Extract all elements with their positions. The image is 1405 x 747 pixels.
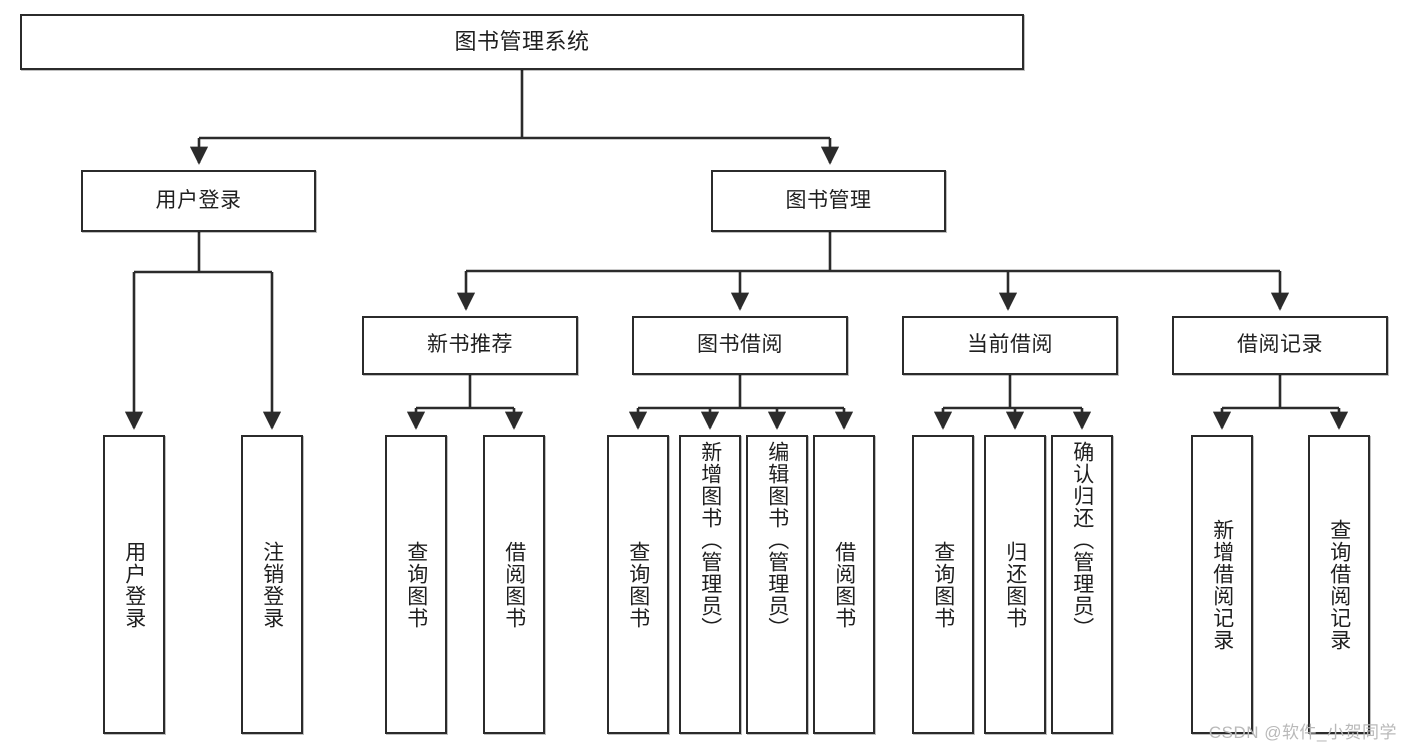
node-borrow-record-label: 借阅记录 bbox=[1237, 333, 1323, 357]
node-leaf-query-book-2[interactable]: 查询图书 bbox=[607, 435, 669, 734]
node-book-manage-label: 图书管理 bbox=[785, 188, 872, 212]
node-leaf-user-login-label: 用户登录 bbox=[122, 540, 146, 629]
leaf-add-book-inner: 新增图书（管理员） bbox=[681, 437, 739, 736]
node-borrow-record[interactable]: 借阅记录 bbox=[1172, 316, 1388, 375]
node-user-login-label: 用户登录 bbox=[155, 188, 242, 212]
node-leaf-borrow-book-2[interactable]: 借阅图书 bbox=[813, 435, 875, 734]
leaf-edit-book-inner: 编辑图书（管理员） bbox=[748, 437, 806, 736]
leaf-confirm-return-inner: 确认归还（管理员） bbox=[1053, 437, 1111, 736]
node-leaf-add-book[interactable]: 新增图书（管理员） bbox=[679, 435, 741, 734]
node-leaf-query-book-2-label: 查询图书 bbox=[626, 540, 650, 629]
node-leaf-borrow-book-1-label: 借阅图书 bbox=[502, 540, 526, 629]
node-leaf-user-login[interactable]: 用户登录 bbox=[103, 435, 165, 734]
leaf-borrow-book-2-inner: 借阅图书 bbox=[815, 437, 873, 732]
node-leaf-query-book-1[interactable]: 查询图书 bbox=[385, 435, 447, 734]
node-leaf-return-book[interactable]: 归还图书 bbox=[984, 435, 1046, 734]
node-leaf-query-book-3-label: 查询图书 bbox=[931, 540, 955, 629]
leaf-query-book-2-inner: 查询图书 bbox=[609, 437, 667, 732]
node-book-manage[interactable]: 图书管理 bbox=[711, 170, 946, 232]
node-book-borrow-label: 图书借阅 bbox=[697, 333, 783, 357]
leaf-add-record-inner: 新增借阅记录 bbox=[1193, 437, 1251, 732]
node-leaf-add-record-label: 新增借阅记录 bbox=[1210, 518, 1234, 651]
node-book-borrow[interactable]: 图书借阅 bbox=[632, 316, 848, 375]
leaf-return-book-inner: 归还图书 bbox=[986, 437, 1044, 732]
node-new-book-recommend[interactable]: 新书推荐 bbox=[362, 316, 578, 375]
node-leaf-query-record-label: 查询借阅记录 bbox=[1327, 518, 1351, 651]
leaf-query-book-1-inner: 查询图书 bbox=[387, 437, 445, 732]
node-leaf-edit-book[interactable]: 编辑图书（管理员） bbox=[746, 435, 808, 734]
node-leaf-user-logout[interactable]: 注销登录 bbox=[241, 435, 303, 734]
node-leaf-edit-book-label: 编辑图书（管理员） bbox=[765, 441, 789, 639]
leaf-user-login-inner: 用户登录 bbox=[105, 437, 163, 732]
node-user-login[interactable]: 用户登录 bbox=[81, 170, 316, 232]
node-current-borrow-label: 当前借阅 bbox=[967, 333, 1053, 357]
node-new-book-recommend-label: 新书推荐 bbox=[427, 333, 513, 357]
node-leaf-borrow-book-1[interactable]: 借阅图书 bbox=[483, 435, 545, 734]
node-leaf-user-logout-label: 注销登录 bbox=[260, 540, 284, 629]
leaf-query-record-inner: 查询借阅记录 bbox=[1310, 437, 1368, 732]
leaf-user-logout-inner: 注销登录 bbox=[243, 437, 301, 732]
node-leaf-query-book-1-label: 查询图书 bbox=[404, 540, 428, 629]
node-root-label: 图书管理系统 bbox=[454, 29, 590, 55]
node-leaf-confirm-return-label: 确认归还（管理员） bbox=[1070, 441, 1094, 639]
watermark: CSDN @软件_小贺同学 bbox=[1208, 723, 1397, 742]
node-root[interactable]: 图书管理系统 bbox=[20, 14, 1024, 70]
node-leaf-query-record[interactable]: 查询借阅记录 bbox=[1308, 435, 1370, 734]
node-leaf-confirm-return[interactable]: 确认归还（管理员） bbox=[1051, 435, 1113, 734]
leaf-borrow-book-1-inner: 借阅图书 bbox=[485, 437, 543, 732]
node-leaf-add-record[interactable]: 新增借阅记录 bbox=[1191, 435, 1253, 734]
node-leaf-return-book-label: 归还图书 bbox=[1003, 540, 1027, 629]
node-leaf-borrow-book-2-label: 借阅图书 bbox=[832, 540, 856, 629]
node-leaf-add-book-label: 新增图书（管理员） bbox=[698, 441, 722, 639]
node-leaf-query-book-3[interactable]: 查询图书 bbox=[912, 435, 974, 734]
node-current-borrow[interactable]: 当前借阅 bbox=[902, 316, 1118, 375]
leaf-query-book-3-inner: 查询图书 bbox=[914, 437, 972, 732]
